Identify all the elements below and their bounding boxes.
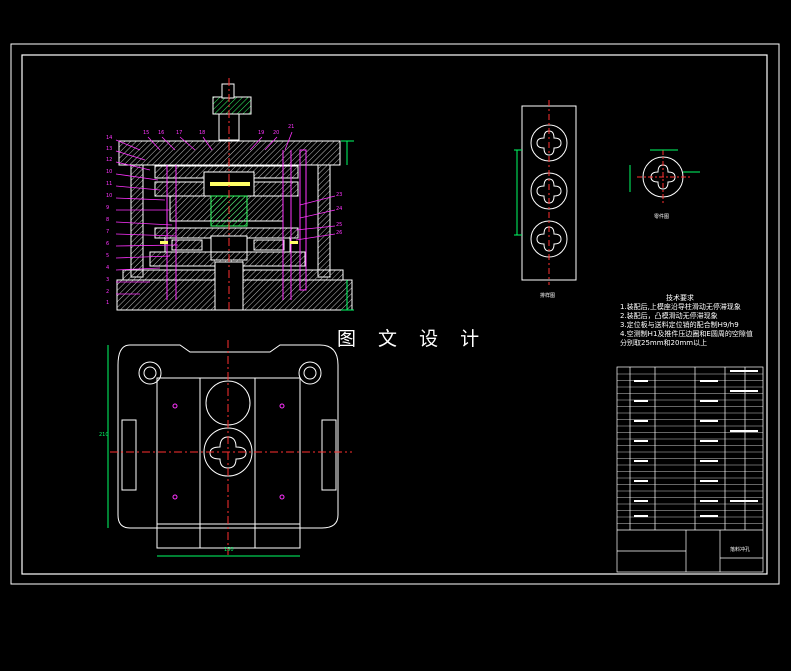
dimension-bottom: 150 bbox=[224, 547, 234, 553]
part-number-label: 8 bbox=[106, 217, 110, 223]
part-drawing-view bbox=[629, 149, 700, 204]
outer-frame bbox=[10, 43, 780, 585]
part-number-label: 13 bbox=[106, 146, 113, 152]
tech-req-title: 技术要求 bbox=[666, 294, 694, 302]
part-number-label: 14 bbox=[106, 135, 113, 141]
strip-layout-view bbox=[514, 100, 577, 285]
dimension-left: 210 bbox=[99, 432, 109, 438]
part-number-label: 6 bbox=[106, 241, 110, 247]
part-number-label: 26 bbox=[336, 230, 343, 236]
part-number-label: 25 bbox=[336, 222, 343, 228]
watermark-text: 图 文 设 计 bbox=[337, 328, 488, 350]
part-number-label: 15 bbox=[143, 130, 150, 136]
parts-list-text bbox=[634, 370, 758, 517]
strip-layout-label: 排样图 bbox=[540, 293, 556, 299]
tech-req-item: 分别取25mm和20mm以上 bbox=[620, 339, 708, 347]
part-number-label: 19 bbox=[258, 130, 265, 136]
inner-frame bbox=[21, 54, 768, 575]
part-number-label: 10 bbox=[106, 193, 113, 199]
part-drawing-label: 零件图 bbox=[654, 214, 670, 220]
tech-req-item: 4.空测制H1及推件压边圈和E圆周的空隙值 bbox=[620, 330, 753, 338]
title-block-name: 落料冲孔 bbox=[730, 547, 751, 553]
part-number-label: 20 bbox=[273, 130, 280, 136]
part-number-label: 4 bbox=[106, 265, 110, 271]
part-number-label: 17 bbox=[176, 130, 183, 136]
part-number-label: 12 bbox=[106, 157, 113, 163]
part-number-label: 9 bbox=[106, 205, 110, 211]
part-number-label: 2 bbox=[106, 289, 110, 295]
part-number-label: 21 bbox=[288, 124, 295, 130]
part-number-label: 11 bbox=[106, 181, 113, 187]
assembly-section-view bbox=[116, 78, 354, 312]
part-number-label: 18 bbox=[199, 130, 206, 136]
tech-req-item: 2.装配后，凸模滑动无停滞现象 bbox=[620, 312, 718, 320]
part-number-label: 7 bbox=[106, 229, 110, 235]
part-number-label: 23 bbox=[336, 192, 343, 198]
part-number-label: 10 bbox=[106, 169, 113, 175]
tech-req-item: 1.装配后,上模座沿导柱滑动无停滞现象 bbox=[620, 303, 741, 311]
parts-list-table bbox=[616, 366, 764, 573]
tech-req-item: 3.定位板与送料定位销的配合制H9/h9 bbox=[620, 321, 739, 329]
parts-list-rows bbox=[617, 373, 763, 524]
part-number-label: 24 bbox=[336, 206, 343, 212]
part-number-leaders bbox=[115, 131, 336, 295]
technical-requirements: 技术要求 1.装配后,上模座沿导柱滑动无停滞现象 2.装配后，凸模滑动无停滞现象… bbox=[620, 294, 790, 348]
part-number-label: 5 bbox=[106, 253, 110, 259]
lower-die-plan-view bbox=[107, 340, 352, 557]
part-number-label: 16 bbox=[158, 130, 165, 136]
part-number-label: 1 bbox=[106, 300, 110, 306]
part-number-label: 3 bbox=[106, 277, 110, 283]
